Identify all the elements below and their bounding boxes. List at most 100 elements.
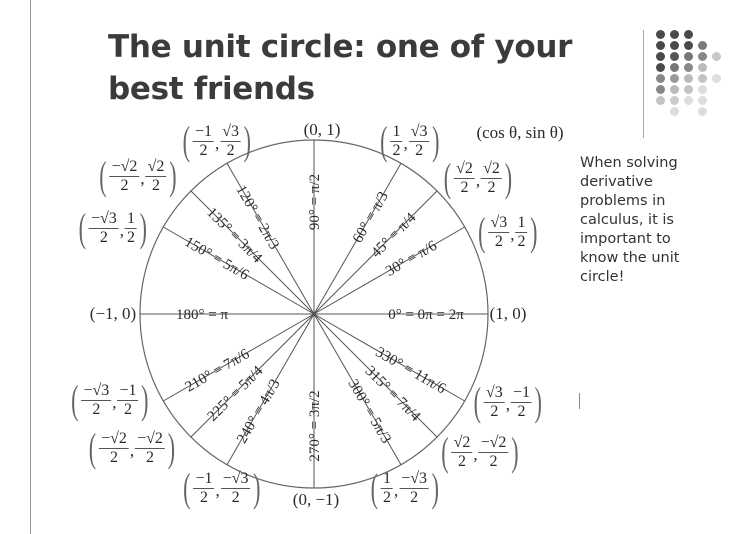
- decor-dot: [670, 41, 679, 50]
- decor-dot: [656, 30, 665, 39]
- decor-dot: [684, 63, 693, 72]
- paren-left: (: [99, 153, 107, 198]
- paren-right: ): [535, 379, 543, 424]
- x-numerator: −√2: [99, 429, 129, 449]
- note-line: calculus, it is: [580, 212, 674, 228]
- y-numerator: −√2: [478, 433, 509, 453]
- x-numerator: −√3: [81, 381, 112, 401]
- paren-left: (: [183, 465, 191, 510]
- x-numerator: √3: [488, 213, 510, 233]
- radius-line-210: [163, 313, 315, 402]
- x-denominator: 2: [460, 178, 469, 196]
- comma: ,: [215, 481, 220, 500]
- decor-dot: [656, 52, 665, 61]
- decor-dot: [670, 96, 679, 105]
- decor-dot: [684, 41, 693, 50]
- radius-line-150: [163, 226, 315, 315]
- y-numerator: −√3: [220, 469, 251, 489]
- x-numerator: 1: [380, 469, 393, 489]
- radius-line-45: [313, 190, 438, 315]
- radius-line-225: [190, 313, 315, 438]
- comma: ,: [140, 169, 145, 188]
- y-numerator: −1: [117, 381, 139, 401]
- decor-divider-line: [643, 30, 644, 138]
- decor-dot: [712, 52, 721, 61]
- y-denominator: 2: [226, 141, 235, 159]
- note-line: When solving: [580, 155, 678, 171]
- decor-dot: [698, 107, 707, 116]
- point-label-left: (−1, 0): [89, 304, 137, 323]
- decor-dot: [670, 52, 679, 61]
- left-border-line: [30, 0, 31, 534]
- note-line: derivative: [580, 174, 653, 190]
- paren-left: (: [182, 118, 190, 163]
- comma: ,: [473, 445, 478, 464]
- decor-dot: [670, 74, 679, 83]
- x-numerator: −1: [192, 122, 214, 142]
- decor-dot: [698, 96, 707, 105]
- decor-dot: [670, 85, 679, 94]
- paren-left: (: [473, 379, 481, 424]
- y-denominator: 2: [231, 488, 240, 506]
- angle-label-0: 0° = 0π = 2π: [388, 307, 464, 323]
- comma: ,: [112, 393, 117, 412]
- title-line-2: best friends: [108, 71, 315, 107]
- decor-dot: [698, 63, 707, 72]
- y-denominator: 2: [127, 228, 136, 246]
- decor-dot: [670, 30, 679, 39]
- radius-line-300: [313, 313, 402, 465]
- paren-right: ): [504, 155, 513, 200]
- paren-right: ): [432, 118, 440, 163]
- x-denominator: 2: [92, 400, 101, 418]
- y-numerator: √2: [481, 159, 502, 179]
- decor-dot: [684, 85, 693, 94]
- paren-right: ): [141, 377, 149, 422]
- paren-left: (: [443, 155, 452, 200]
- x-numerator: −√2: [109, 157, 140, 177]
- angle-label-270: 270° = 3π/2: [307, 390, 323, 461]
- decor-dot: [670, 107, 679, 116]
- x-denominator: 2: [490, 402, 499, 420]
- x-numerator: −1: [193, 469, 215, 489]
- paren-right: ): [511, 429, 519, 474]
- title-line-1: The unit circle: one of your: [108, 29, 573, 65]
- paren-right: ): [167, 425, 176, 470]
- paren-left: (: [71, 377, 79, 422]
- point-label-right: (1, 0): [489, 304, 527, 323]
- radius-line-120: [226, 163, 315, 315]
- y-numerator: −√3: [399, 469, 430, 489]
- radius-line-30: [313, 226, 465, 315]
- paren-right: ): [432, 465, 440, 510]
- decor-dot: [698, 52, 707, 61]
- y-denominator: 2: [487, 178, 496, 196]
- x-numerator: −√3: [88, 209, 119, 229]
- comma: ,: [393, 481, 399, 500]
- comma: ,: [505, 395, 510, 414]
- x-denominator: 2: [199, 488, 208, 506]
- radius-line-315: [313, 313, 438, 438]
- radius-line-135: [190, 190, 315, 315]
- decor-dot: [684, 74, 693, 83]
- y-numerator: 1: [125, 209, 138, 229]
